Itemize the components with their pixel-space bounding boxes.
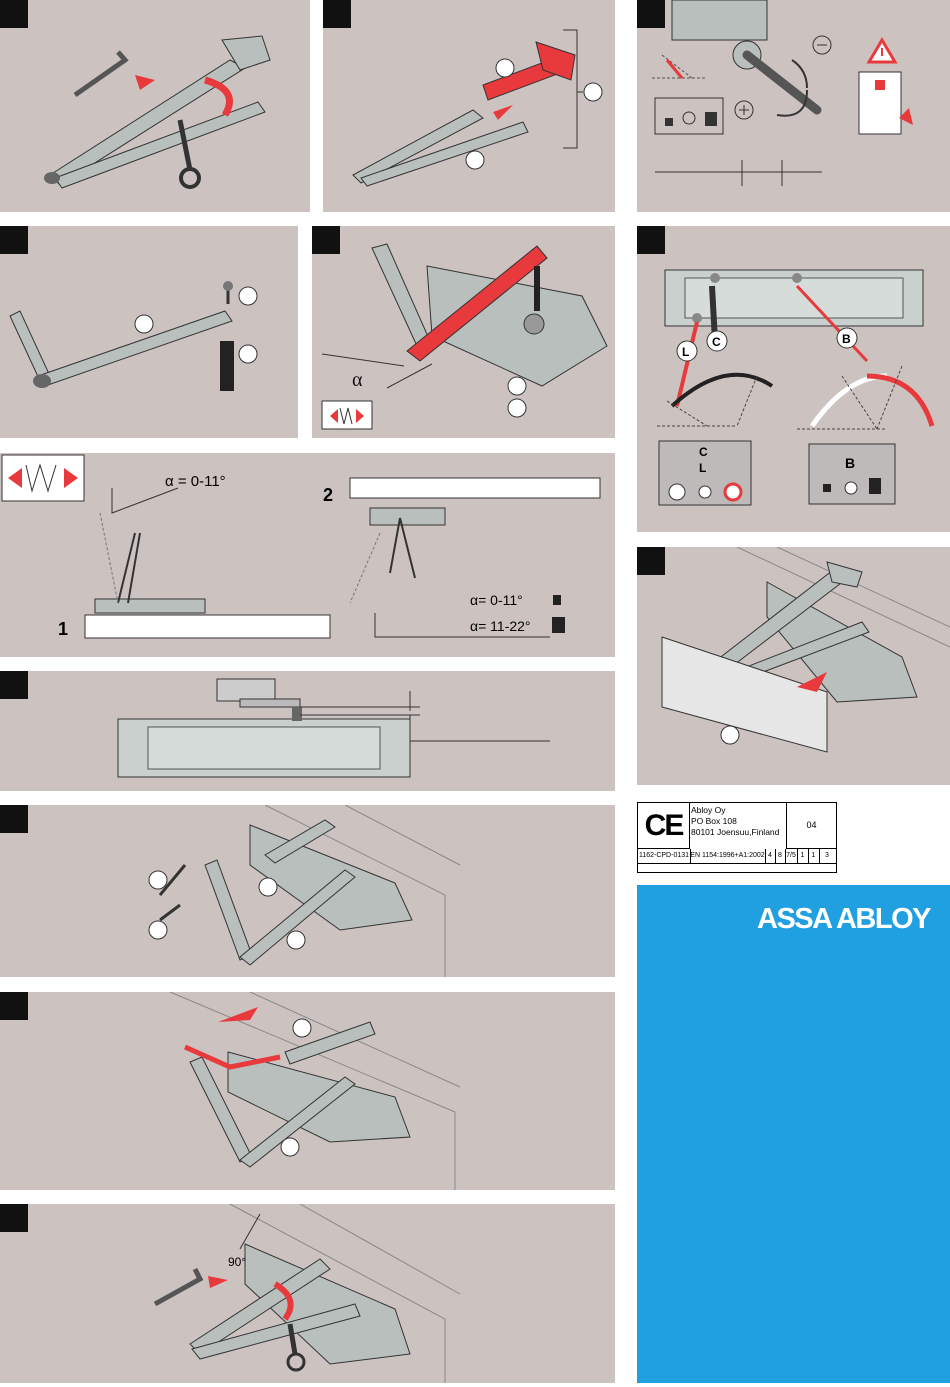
valve-L-label: L [699,461,706,475]
adjust-dial-icon [699,486,711,498]
direction-arrow-icon [208,1276,228,1288]
step-panel-cover-install [637,547,950,785]
step-panel-arm-connect [0,992,615,1190]
svg-text:L: L [682,345,689,359]
clock-speed-icon [669,484,685,500]
alpha-label: α [352,369,363,391]
adjust-dial-icon [683,112,695,124]
arm-assembly-illustration [0,0,310,212]
svg-text:B: B [842,332,851,346]
step-panel-door-mount [0,805,615,977]
variant-1-label: 1 [58,619,68,639]
step-panel-arm-assembly [0,0,310,212]
step-panel-speed-adjust: L C B C L B [637,226,950,532]
classification-row: 1162-CPD-0131 EN 1154:1996+A1:2002 4 8 7… [638,849,836,864]
callout-circle [508,399,526,417]
hex-key-icon [155,1269,200,1304]
angle-range-label: α= 11-22° [470,618,531,634]
step-panel-arm-fixing [0,226,298,438]
valve-C-label: C [699,445,708,459]
hex-key-icon [75,52,125,95]
closing-force-illustration [637,0,950,212]
callout-circle [259,878,277,896]
certification-year: 04 [786,803,836,849]
variant-2-label: 2 [323,485,333,505]
angle-range-label: α= 0-11° [470,592,523,608]
weight-heavy-icon [552,617,565,633]
certificate-number: 1162-CPD-0131 [638,849,691,863]
callout-circle [721,726,739,744]
callout-circle [584,83,602,101]
weight-light-icon [665,118,673,126]
manufacturer-name: Abloy Oy [691,805,779,816]
callout-circle [496,59,514,77]
svg-text:C: C [712,335,721,349]
manufacturer-city: 80101 Joensuu,Finland [691,827,779,838]
spring-compress-icon [322,401,372,429]
manufacturer-po-box: PO Box 108 [691,816,779,827]
assa-abloy-logo: ASSA ABLOY [757,903,930,936]
arm-angle-illustration: α [312,226,615,438]
arm-parts-illustration [323,0,615,212]
spindle-extension [220,341,234,391]
weight-light-icon [553,595,561,605]
clock-speed-icon [725,484,741,500]
callout-circle [508,377,526,395]
step-panel-dimensions [0,671,615,791]
adjust-dial-icon [845,482,857,494]
arm-lock-illustration: 90° [0,1204,615,1383]
callout-circle [149,921,167,939]
mounting-angle-illustration: α = 0-11° 1 2 α= 0-11° α= 11-22° [0,453,615,657]
arm-connect-illustration [0,992,615,1190]
weight-heavy-icon [869,478,881,494]
step-panel-arm-lock: 90° [0,1204,615,1383]
cover-install-illustration [637,547,950,785]
weight-light-icon [823,484,831,492]
angle-label: 90° [228,1255,246,1269]
callout-circle [281,1138,299,1156]
step-panel-arm-angle: α [312,226,615,438]
valve-B-label: B [845,455,855,471]
speed-adjust-illustration: L C B C L B [637,226,950,532]
standard-code: EN 1154:1996+A1:2002 [690,849,766,863]
callout-circle [466,151,484,169]
callout-circle [149,871,167,889]
callout-circle [239,287,257,305]
ce-certification-label: CE Abloy Oy PO Box 108 80101 Joensuu,Fin… [637,802,837,873]
dimensions-illustration [0,671,615,791]
class-code: 3 [819,849,835,863]
callout-circle [135,315,153,333]
brand-panel: ASSA ABLOY [637,885,950,1383]
weight-heavy-icon [705,112,717,126]
warning-triangle-icon [869,40,895,62]
angle-range-label: α = 0-11° [165,473,226,490]
callout-circle [239,345,257,363]
callout-circle [293,1019,311,1037]
step-panel-arm-parts [323,0,615,212]
callout-circle [287,931,305,949]
fire-door-icon [859,72,913,134]
spring-compress-icon [2,455,84,501]
door-mount-illustration [0,805,615,977]
step-panel-mounting-angle: α = 0-11° 1 2 α= 0-11° α= 11-22° [0,453,615,657]
arm-fixing-illustration [0,226,298,438]
step-panel-closing-force [637,0,950,212]
direction-arrow-icon [135,75,155,90]
direction-arrow-icon [493,105,513,120]
ce-mark: CE [638,803,690,849]
